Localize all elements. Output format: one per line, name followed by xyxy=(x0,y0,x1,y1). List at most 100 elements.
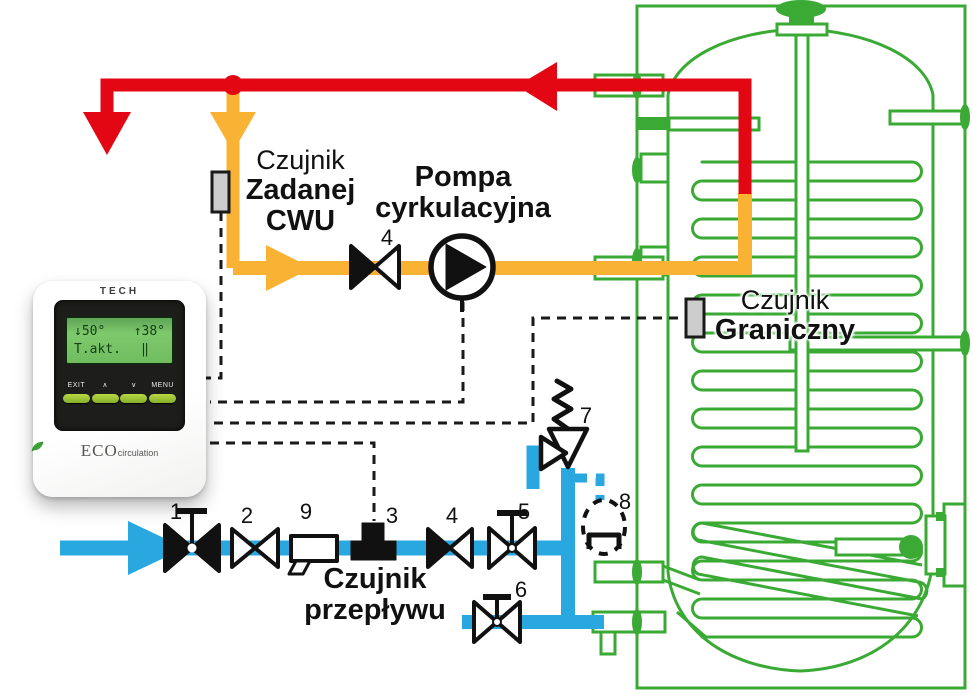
wire-pump xyxy=(210,302,465,404)
valve-4-top xyxy=(349,244,401,290)
circulation-arrow-right xyxy=(266,245,312,291)
valve-2-check xyxy=(230,527,280,569)
exit-button-label: EXIT xyxy=(67,382,86,389)
wire-limit-sensor xyxy=(210,316,694,425)
tank-top-cap-neck xyxy=(789,12,814,24)
tank-bottom-seam xyxy=(676,610,708,640)
lcd-temp-set: ↓50° xyxy=(74,324,106,339)
lcd-row2-label: T.akt. xyxy=(74,341,121,357)
optional-pump-8 xyxy=(581,498,627,556)
circulation-arrow-down xyxy=(210,112,256,152)
fittings xyxy=(163,233,627,644)
num-valve-4-top: 4 xyxy=(380,225,394,250)
weld-lens xyxy=(960,330,970,356)
heater-bolt-top xyxy=(936,512,945,521)
tank-stub-small xyxy=(637,117,669,130)
eco-logo-subtext: circulation xyxy=(117,448,159,458)
eco-logo-text: ECO xyxy=(80,441,118,460)
tank-inner-pipe xyxy=(667,116,761,132)
num-meter-9: 9 xyxy=(299,499,313,524)
label-flow-line1: Czujnik xyxy=(323,563,427,595)
coil-exit-taper-1 xyxy=(662,564,701,582)
limit-sensor xyxy=(684,297,706,339)
down-button-key xyxy=(120,394,148,403)
tank-coil xyxy=(691,160,923,639)
label-pump-line2: cyrkulacyjna xyxy=(375,192,551,225)
up-button-key xyxy=(91,394,119,403)
label-cwu-line3: CWU xyxy=(265,204,336,237)
weld-lens xyxy=(960,104,970,130)
num-flow-3: 3 xyxy=(385,503,399,528)
heater-flange-inner xyxy=(924,514,947,576)
valve-5-shutoff xyxy=(487,510,537,570)
tank-wall-plate-1 xyxy=(639,152,670,184)
tank-stub-coil-out xyxy=(593,560,665,584)
circulation-main xyxy=(233,193,752,275)
label-cwu-line2: Zadanej xyxy=(245,173,356,206)
up-button: ∧ xyxy=(91,382,120,403)
tech-logo: TECH xyxy=(99,286,140,297)
tank-stub-right-top xyxy=(888,109,967,126)
down-arrow-icon: ∨ xyxy=(131,382,137,389)
menu-button-label: MENU xyxy=(151,382,174,389)
exit-button-key xyxy=(62,394,90,403)
flow-sensor-3 xyxy=(350,522,397,561)
cwu-setpoint-sensor xyxy=(210,170,231,214)
coil-exit-taper-2 xyxy=(662,578,701,596)
label-flow-line2: przepływu xyxy=(304,594,446,627)
hot-arrow-left xyxy=(517,62,557,111)
label-limit-line2: Graniczny xyxy=(714,313,856,346)
wire-cwu-sensor xyxy=(205,212,223,380)
water-meter-9 xyxy=(287,534,339,576)
leaf-icon xyxy=(31,441,44,452)
hot-arrow-down xyxy=(83,112,131,155)
pump-rotor-icon xyxy=(445,243,487,291)
label-limit-sensor: Czujnik Graniczny xyxy=(705,286,865,346)
num-valve-4-mid: 4 xyxy=(445,503,459,528)
lcd-screen: ↓50° ↑38° T.akt. ‖ xyxy=(66,317,173,364)
optional-pump-link xyxy=(575,473,605,500)
menu-button: MENU xyxy=(148,382,177,403)
tank-sensor-well xyxy=(794,33,810,453)
hot-water-main xyxy=(100,78,752,194)
num-valve-1: 1 xyxy=(169,499,183,524)
controller-front-panel: ↓50° ↑38° T.akt. ‖ EXIT ∧ ∨ xyxy=(54,300,185,431)
num-valve-7: 7 xyxy=(579,403,593,428)
safety-valve-7 xyxy=(538,378,590,472)
valve-1-shutoff xyxy=(163,508,221,573)
heater-knob xyxy=(899,535,923,559)
weld-lens xyxy=(632,609,642,635)
lcd-pump-indicator: ‖ xyxy=(141,341,149,357)
lcd-temp-current: ↑38° xyxy=(133,324,165,339)
down-button: ∨ xyxy=(120,382,149,403)
valve-4-bottom xyxy=(426,527,474,569)
label-circulation-pump: Pompa cyrkulacyjna xyxy=(358,161,568,225)
label-cwu-line1: Czujnik xyxy=(256,145,345,175)
wire-flow-sensor xyxy=(210,441,376,521)
eco-circulation-controller: TECH ↓50° ↑38° T.akt. ‖ EXIT ∧ xyxy=(31,281,206,497)
cold-flow-arrow xyxy=(128,521,185,575)
controller-buttons: EXIT ∧ ∨ MENU xyxy=(62,382,177,403)
heater-bolt-bottom xyxy=(936,568,945,577)
up-arrow-icon: ∧ xyxy=(102,382,108,389)
weld-lens xyxy=(632,559,642,585)
label-limit-line1: Czujnik xyxy=(740,285,830,315)
num-valve-5: 5 xyxy=(517,499,531,524)
weld-lens xyxy=(632,157,642,183)
exit-button: EXIT xyxy=(62,382,91,403)
hot-tee-junction xyxy=(223,75,243,95)
menu-button-key xyxy=(149,394,177,403)
heater-flange-outer xyxy=(942,502,967,588)
control-wires xyxy=(205,212,694,521)
valve-6-drain xyxy=(472,594,522,644)
label-cwu-sensor: Czujnik Zadanej CWU xyxy=(228,146,373,237)
num-valve-6: 6 xyxy=(514,577,528,602)
tank-top-flange xyxy=(775,22,829,37)
num-valve-2: 2 xyxy=(240,503,254,528)
tank-drain-stub xyxy=(599,630,617,656)
tank-heater-element xyxy=(691,521,929,618)
circulation-pump xyxy=(428,233,496,312)
